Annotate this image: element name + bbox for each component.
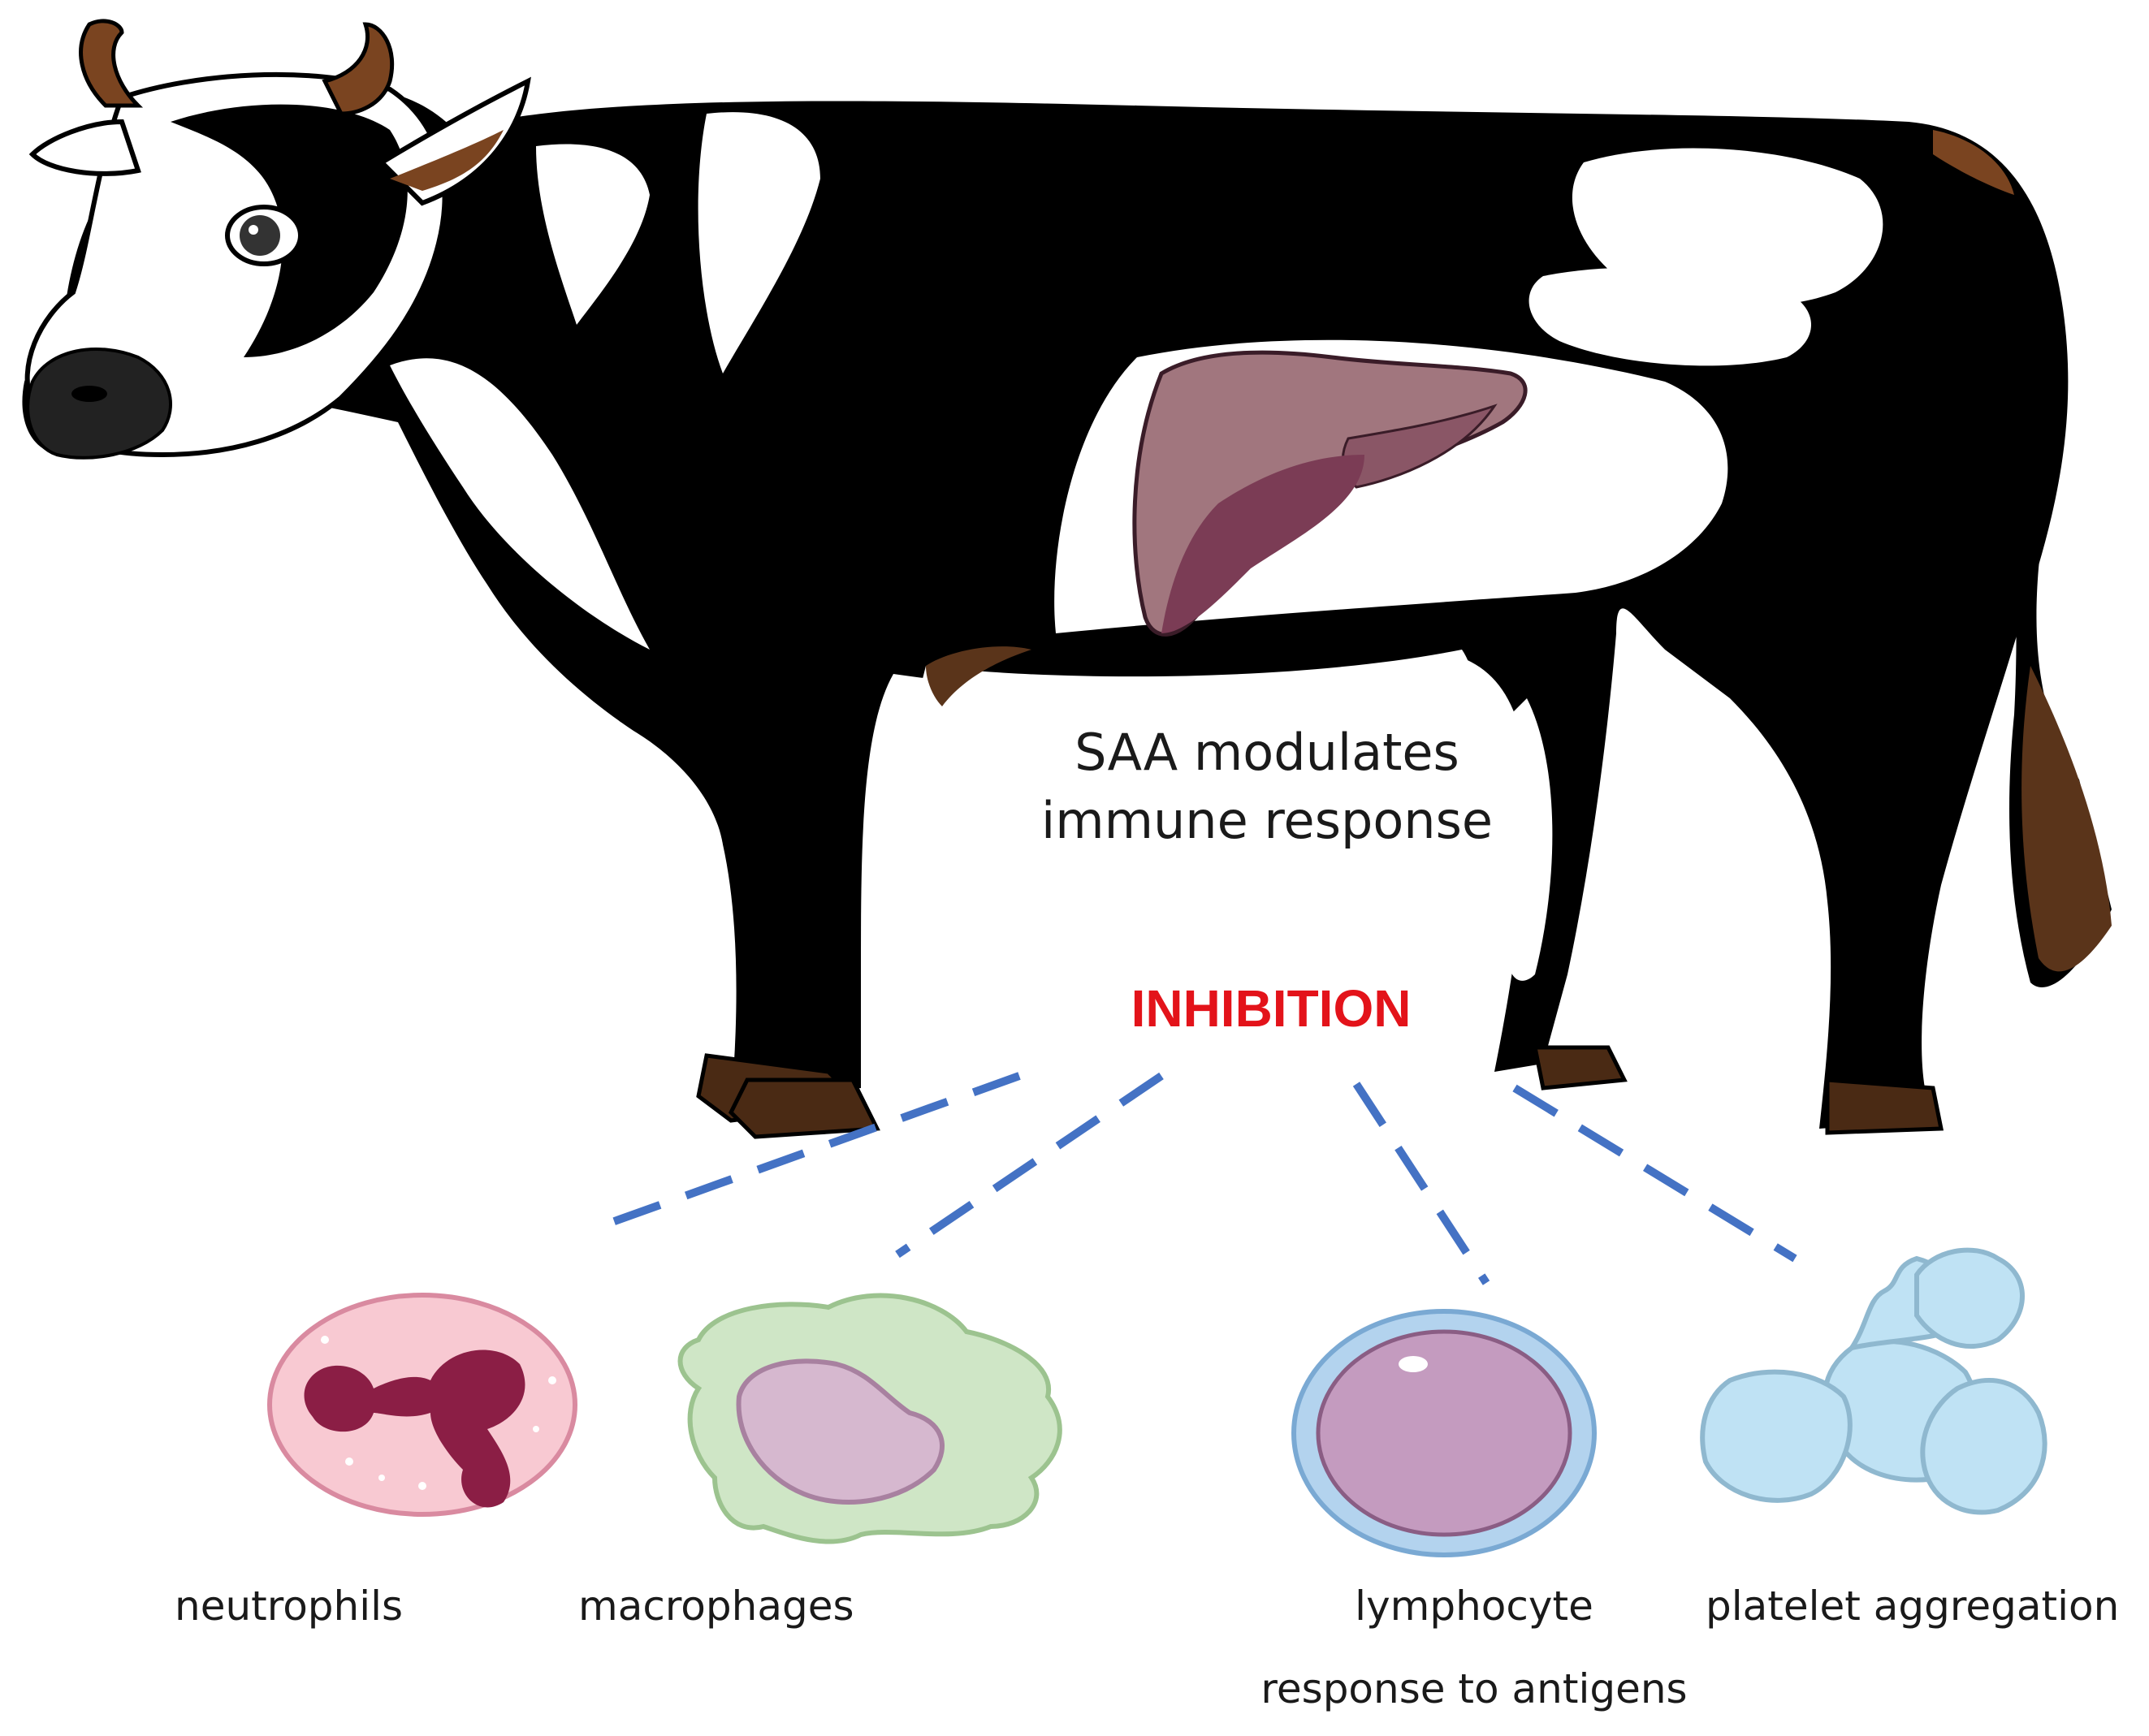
inhibition-connectors <box>599 1072 1797 1285</box>
cow-horn-right <box>322 22 395 116</box>
cow-patch-thigh <box>1529 267 1811 366</box>
macrophage-cell <box>677 1293 1062 1544</box>
cow-pupil <box>240 215 280 256</box>
cow-rear-accent <box>1933 130 2014 195</box>
neutrophil-granule <box>533 1426 539 1432</box>
cow-patch-mid-leg <box>1508 698 1553 981</box>
cow-patch-hindleg <box>1706 715 1819 976</box>
neutrophil-granule <box>548 1376 556 1384</box>
platelet <box>1914 1247 2025 1349</box>
saa-line-2: immune response <box>1040 791 1494 850</box>
cow-ear-right-inner <box>390 130 504 191</box>
cow-patch-back <box>698 112 820 374</box>
neutrophil-cell <box>267 1293 577 1517</box>
neutrophil-nucleus <box>304 1350 525 1508</box>
cow-udder-accent <box>926 646 1031 706</box>
cow-patch-rump <box>1572 148 1883 307</box>
lymphocyte-highlight <box>1399 1356 1428 1372</box>
neutrophil-granule <box>345 1457 353 1466</box>
neutrophil-granules <box>321 1336 556 1490</box>
macrophages-label: macrophages <box>578 1583 854 1630</box>
saa-line-1: SAA modulates <box>1074 723 1459 782</box>
platelet-aggregation-label: platelet aggregation <box>1706 1583 2120 1630</box>
cow-tail-tuft <box>2021 666 2112 972</box>
hoof-hind-left <box>1532 1045 1628 1090</box>
cow-patch-neck <box>390 358 650 650</box>
connector-lymphocyte <box>1352 1082 1490 1285</box>
hoof-front-right <box>728 1077 880 1139</box>
cow-eye-highlight <box>249 225 258 235</box>
platelet <box>1920 1378 2047 1515</box>
connector-platelets <box>1512 1084 1797 1263</box>
platelet-cluster <box>1700 1247 2047 1515</box>
neutrophil-granule <box>418 1482 426 1490</box>
liver-underside <box>1161 455 1364 633</box>
cow-patch-foreleg <box>690 812 734 1026</box>
neutrophil-granule <box>378 1475 385 1481</box>
cow-ear-left <box>28 119 141 176</box>
hoof-hind-right <box>1825 1077 1944 1135</box>
cow-horn-left <box>79 19 144 108</box>
connector-macrophages <box>895 1072 1164 1259</box>
saa-description: SAA modulates immune response <box>975 719 1559 855</box>
lymphocyte-response-label: response to antigens <box>1260 1665 1688 1712</box>
lymphocyte-nucleus <box>1316 1329 1572 1537</box>
cow-patch-belly <box>918 650 1471 710</box>
neutrophils-label: neutrophils <box>175 1583 404 1630</box>
lymphocyte-cell <box>1291 1309 1597 1557</box>
cow-patch-shoulder <box>536 144 650 325</box>
cow-body <box>22 89 2069 1129</box>
macrophage-nucleus <box>736 1358 945 1505</box>
cow-nostril <box>71 386 107 402</box>
inhibition-label: INHIBITION <box>1131 979 1412 1038</box>
lymphocyte-label: lymphocyte <box>1355 1583 1593 1630</box>
platelet <box>1700 1369 1853 1503</box>
neutrophil-granule <box>321 1336 329 1344</box>
cow-nose <box>26 348 172 460</box>
cow-illustration <box>22 19 2112 1139</box>
